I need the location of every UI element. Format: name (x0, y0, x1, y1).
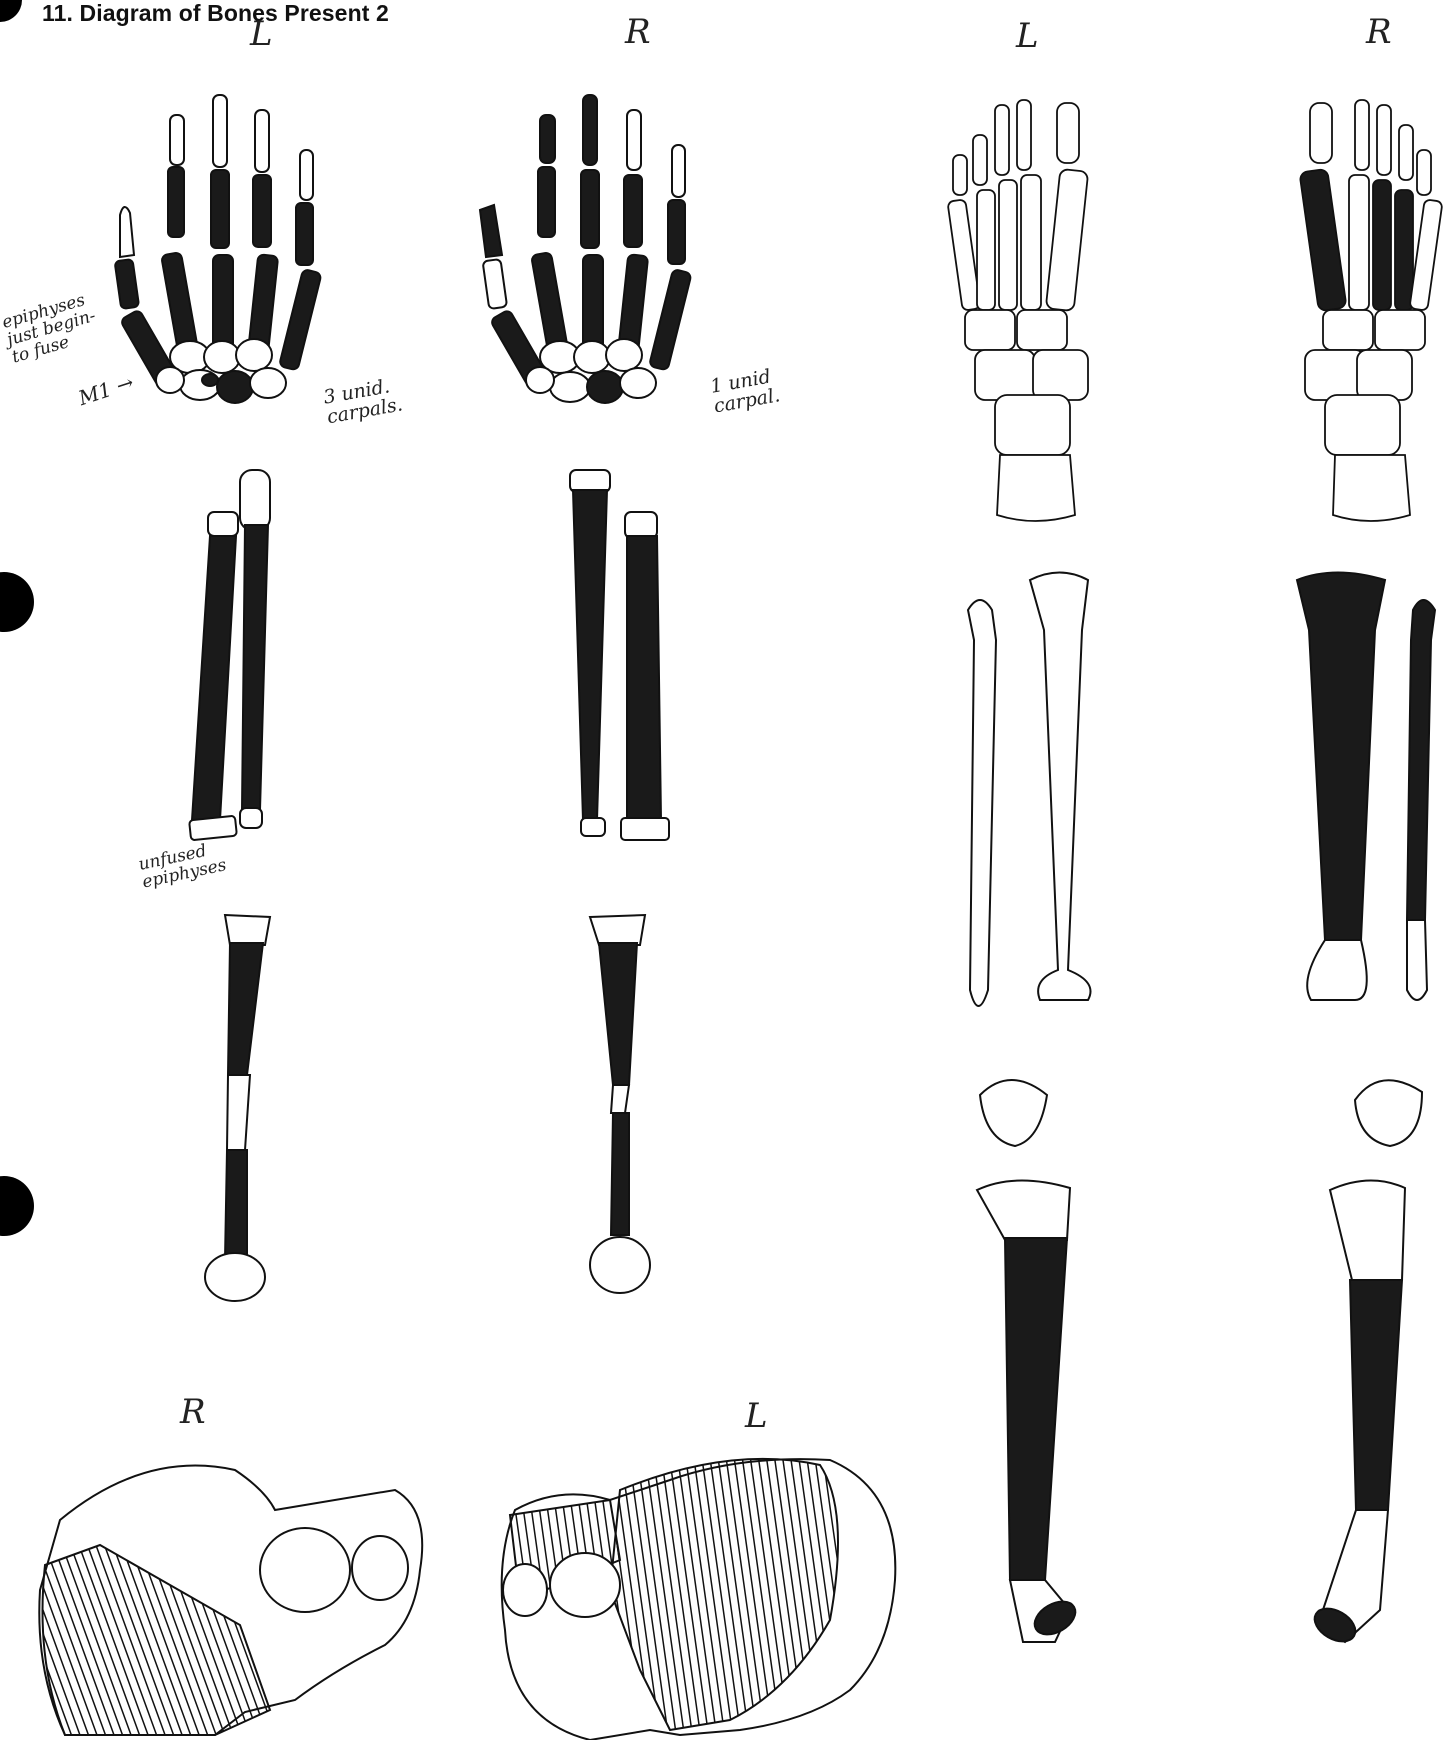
note-unfused-epiphyses: unfused epiphyses (137, 840, 228, 893)
left-hand-illustration (110, 95, 370, 455)
left-pelvis-illustration (490, 1450, 920, 1740)
label-left-hand: L (250, 14, 273, 54)
punch-hole-top (0, 0, 22, 22)
label-right-foot: R (1366, 12, 1392, 52)
label-right-pelvis: R (180, 1392, 206, 1432)
right-hand-illustration (480, 95, 740, 455)
left-foot-illustration (945, 95, 1145, 525)
left-patella-illustration (975, 1070, 1055, 1150)
right-femur-illustration (1310, 1180, 1450, 1650)
right-foot-illustration (1295, 95, 1454, 525)
right-leg-illustration (1295, 570, 1454, 1030)
label-right-hand: R (625, 12, 651, 52)
label-left-pelvis: L (745, 1396, 768, 1436)
right-humerus-illustration (585, 915, 675, 1305)
right-forearm-illustration (565, 470, 685, 860)
punch-hole-bottom (0, 1176, 34, 1236)
right-patella-illustration (1350, 1070, 1430, 1150)
left-humerus-illustration (195, 915, 285, 1305)
note-epiphyses: epiphyses just begin- to fuse (0, 290, 102, 367)
left-femur-illustration (975, 1180, 1115, 1650)
punch-hole-middle (0, 572, 34, 632)
left-leg-illustration (960, 570, 1120, 1030)
left-forearm-illustration (180, 470, 300, 840)
right-pelvis-illustration (35, 1450, 435, 1740)
document-title: 11. Diagram of Bones Present 2 (42, 0, 389, 27)
label-left-foot: L (1016, 16, 1039, 56)
